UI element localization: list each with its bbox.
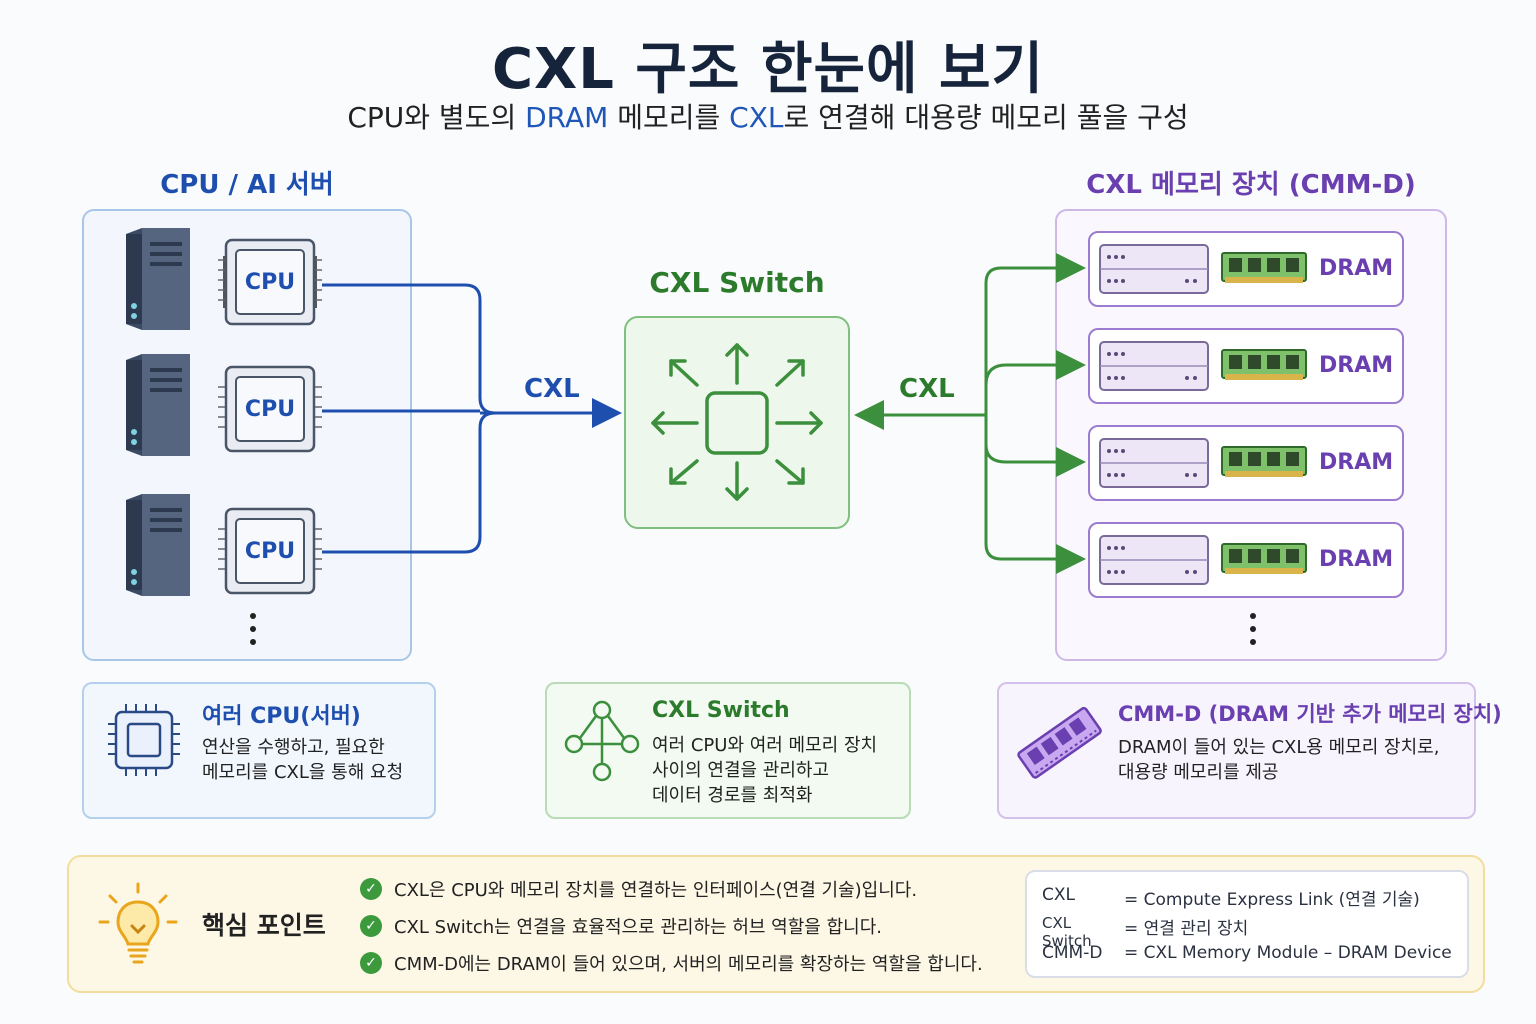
key-points-title: 핵심 포인트 bbox=[202, 911, 326, 940]
cmm-info-card bbox=[997, 682, 1476, 819]
glossary-term: CXL Switch bbox=[1042, 914, 1092, 950]
memory-module-icon bbox=[1099, 438, 1209, 492]
cpu-chip-icon bbox=[218, 236, 322, 332]
glossary-row: CXL Switch = 연결 관리 장치 bbox=[1042, 914, 1248, 950]
lightbulb-icon bbox=[98, 880, 178, 974]
cpu-chip-icon bbox=[218, 505, 322, 601]
check-icon: ✓ bbox=[360, 915, 382, 937]
subtitle-part: 메모리를 bbox=[608, 101, 730, 134]
cpu-card-text: 연산을 수행하고, 필요한 메모리를 CXL을 통해 요청 bbox=[202, 737, 404, 783]
switch-arrows-icon bbox=[647, 341, 827, 509]
dram-label: DRAM bbox=[1319, 547, 1394, 572]
cmm-card-text: DRAM이 들어 있는 CXL용 메모리 장치로, 대용량 메모리를 제공 bbox=[1118, 737, 1440, 783]
cpu-chip-icon bbox=[218, 363, 322, 459]
cpu-label: CPU bbox=[244, 539, 296, 564]
cxl-right-link-label: CXL bbox=[899, 374, 955, 404]
key-point-item: ✓ CMM-D에는 DRAM이 들어 있으며, 서버의 메모리를 확장하는 역할… bbox=[360, 950, 983, 976]
glossary-term: CMM-D bbox=[1042, 943, 1103, 963]
cpu-link-lines bbox=[322, 283, 622, 554]
glossary-row: CXL = Compute Express Link (연결 기술) bbox=[1042, 885, 1420, 910]
cmm-card-title: CMM-D (DRAM 기반 추가 메모리 장치) bbox=[1118, 702, 1502, 726]
switch-card-text: 여러 CPU와 여러 메모리 장치 사이의 연결을 관리하고 데이터 경로를 최… bbox=[652, 735, 878, 806]
dram-stick-icon bbox=[1221, 543, 1307, 581]
cpu-label: CPU bbox=[244, 270, 296, 295]
check-icon: ✓ bbox=[360, 952, 382, 974]
switch-card-title: CXL Switch bbox=[652, 698, 790, 723]
key-point-text: CXL Switch는 연결을 효율적으로 관리하는 허브 역할을 합니다. bbox=[394, 917, 882, 938]
cpu-label: CPU bbox=[244, 397, 296, 422]
server-tower-icon bbox=[122, 354, 194, 460]
memory-module-icon bbox=[1099, 535, 1209, 589]
more-servers-ellipsis bbox=[248, 612, 258, 650]
server-tower-icon bbox=[122, 228, 194, 334]
network-hub-icon bbox=[564, 700, 640, 786]
dram-link-lines bbox=[854, 253, 1086, 574]
memory-module-icon bbox=[1099, 244, 1209, 298]
glossary-box bbox=[1025, 870, 1469, 978]
switch-title: CXL Switch bbox=[649, 266, 825, 299]
subtitle-part: 로 연결해 대용량 메모리 풀을 구성 bbox=[783, 101, 1189, 134]
page-title: CXL 구조 한눈에 보기 bbox=[491, 37, 1045, 102]
key-point-item: ✓ CXL은 CPU와 메모리 장치를 연결하는 인터페이스(연결 기술)입니다… bbox=[360, 876, 917, 902]
key-point-text: CMM-D에는 DRAM이 들어 있으며, 서버의 메모리를 확장하는 역할을 … bbox=[394, 954, 983, 975]
subtitle-highlight-dram: DRAM bbox=[525, 101, 609, 134]
dram-label: DRAM bbox=[1319, 353, 1394, 378]
cpu-chip-icon bbox=[104, 702, 184, 782]
key-point-text: CXL은 CPU와 메모리 장치를 연결하는 인터페이스(연결 기술)입니다. bbox=[394, 880, 918, 901]
dram-label: DRAM bbox=[1319, 450, 1394, 475]
glossary-definition: = CXL Memory Module – DRAM Device bbox=[1124, 943, 1452, 963]
more-devices-ellipsis bbox=[1248, 612, 1258, 650]
server-tower-icon bbox=[122, 494, 194, 600]
dram-stick-icon bbox=[1221, 349, 1307, 387]
cxl-left-link-label: CXL bbox=[524, 374, 580, 404]
subtitle-highlight-cxl: CXL bbox=[729, 101, 784, 134]
switch-info-card bbox=[545, 682, 911, 819]
page-subtitle: CPU와 별도의 DRAM 메모리를 CXL로 연결해 대용량 메모리 풀을 구… bbox=[0, 96, 1536, 136]
check-icon: ✓ bbox=[360, 878, 382, 900]
dram-stick-icon bbox=[1221, 252, 1307, 290]
glossary-term: CXL bbox=[1042, 885, 1075, 905]
glossary-row: CMM-D = CXL Memory Module – DRAM Device bbox=[1042, 943, 1452, 963]
cmm-section-title: CXL 메모리 장치 (CMM-D) bbox=[1086, 170, 1416, 200]
dram-stick-icon bbox=[1221, 446, 1307, 484]
memory-module-icon bbox=[1099, 341, 1209, 395]
subtitle-part: CPU와 별도의 bbox=[347, 101, 526, 134]
glossary-definition: = 연결 관리 장치 bbox=[1124, 919, 1249, 939]
glossary-definition: = Compute Express Link (연결 기술) bbox=[1124, 890, 1420, 910]
cpu-card-title: 여러 CPU(서버) bbox=[202, 704, 361, 729]
cpu-section-title: CPU / AI 서버 bbox=[160, 170, 334, 200]
dram-label: DRAM bbox=[1319, 256, 1394, 281]
key-point-item: ✓ CXL Switch는 연결을 효율적으로 관리하는 허브 역할을 합니다. bbox=[360, 913, 882, 939]
memory-module-icon bbox=[1014, 700, 1104, 788]
